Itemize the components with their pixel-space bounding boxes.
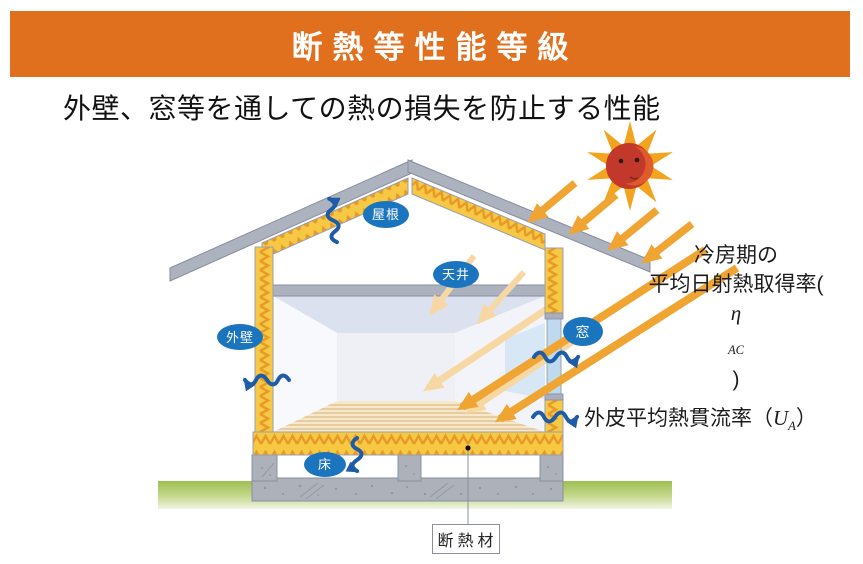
roof-boards (169, 159, 651, 282)
subtitle-text: 外壁、窓等を通しての熱の損失を防止する性能 (63, 93, 661, 124)
window-label: 窓 (563, 317, 603, 346)
page-title: 断熱等性能等級 (291, 29, 579, 65)
sun-icon (587, 121, 673, 211)
foundation (251, 454, 564, 502)
cooling-line1: 冷房期の (694, 244, 778, 267)
roof-label: 屋根 (363, 201, 409, 228)
insulation-label-box: 断熱材 (432, 524, 500, 554)
leader-line (465, 445, 471, 524)
floor-label: 床 (304, 452, 346, 477)
ceiling-beam (272, 284, 561, 297)
ceiling-label: 天井 (433, 261, 479, 288)
header-bar: 断熱等性能等級 (10, 11, 850, 77)
heat-wave-arrows (243, 196, 580, 473)
ua-annotation: 外皮平均熱貫流率（UA） (584, 406, 817, 434)
outer-wall-label: 外壁 (217, 324, 263, 350)
